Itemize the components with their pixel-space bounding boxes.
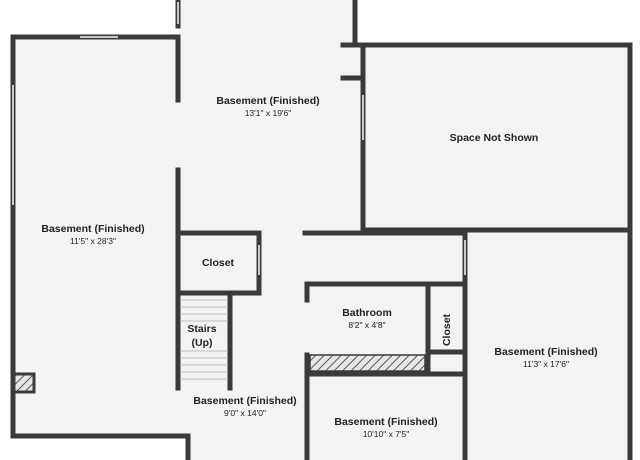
label-closet-right: Closet (441, 313, 453, 346)
label-stairs-up: (Up) (192, 337, 213, 349)
wall-notch (340, 42, 366, 81)
label-basement-left: Basement (Finished) (41, 223, 144, 235)
hatched-chase (309, 354, 426, 372)
label-space-not-shown: Space Not Shown (450, 132, 539, 144)
stair-treads (180, 299, 228, 380)
dims-bathroom: 8'2" x 4'8" (348, 320, 385, 330)
floor-space-not-shown (366, 45, 630, 230)
floor-left-area (13, 0, 630, 460)
label-closet-left: Closet (202, 257, 235, 269)
label-basement-right: Basement (Finished) (494, 346, 597, 358)
wall-left-outer (10, 34, 191, 460)
label-basement-mid: Basement (Finished) (193, 395, 296, 407)
room-labels: Basement (Finished) 13'1" x 19'6" Space … (41, 95, 597, 439)
wall-top-left (10, 34, 181, 103)
label-stairs: Stairs (187, 323, 216, 335)
hatched-column (12, 372, 36, 394)
wall-bath-closet (425, 281, 466, 375)
dims-basement-mid: 9'0" x 14'0" (224, 408, 266, 418)
label-basement-top: Basement (Finished) (216, 95, 319, 107)
floor-fill (13, 0, 630, 460)
dims-basement-left: 11'5" x 28'3" (70, 236, 116, 246)
windows (12, 2, 466, 275)
label-bathroom: Bathroom (342, 307, 392, 319)
dims-basement-right: 11'3" x 17'6" (523, 359, 569, 369)
label-basement-bottom: Basement (Finished) (334, 416, 437, 428)
dims-basement-top: 13'1" x 19'6" (245, 108, 292, 118)
dims-basement-bottom: 10'10" x 7'5" (363, 429, 410, 439)
